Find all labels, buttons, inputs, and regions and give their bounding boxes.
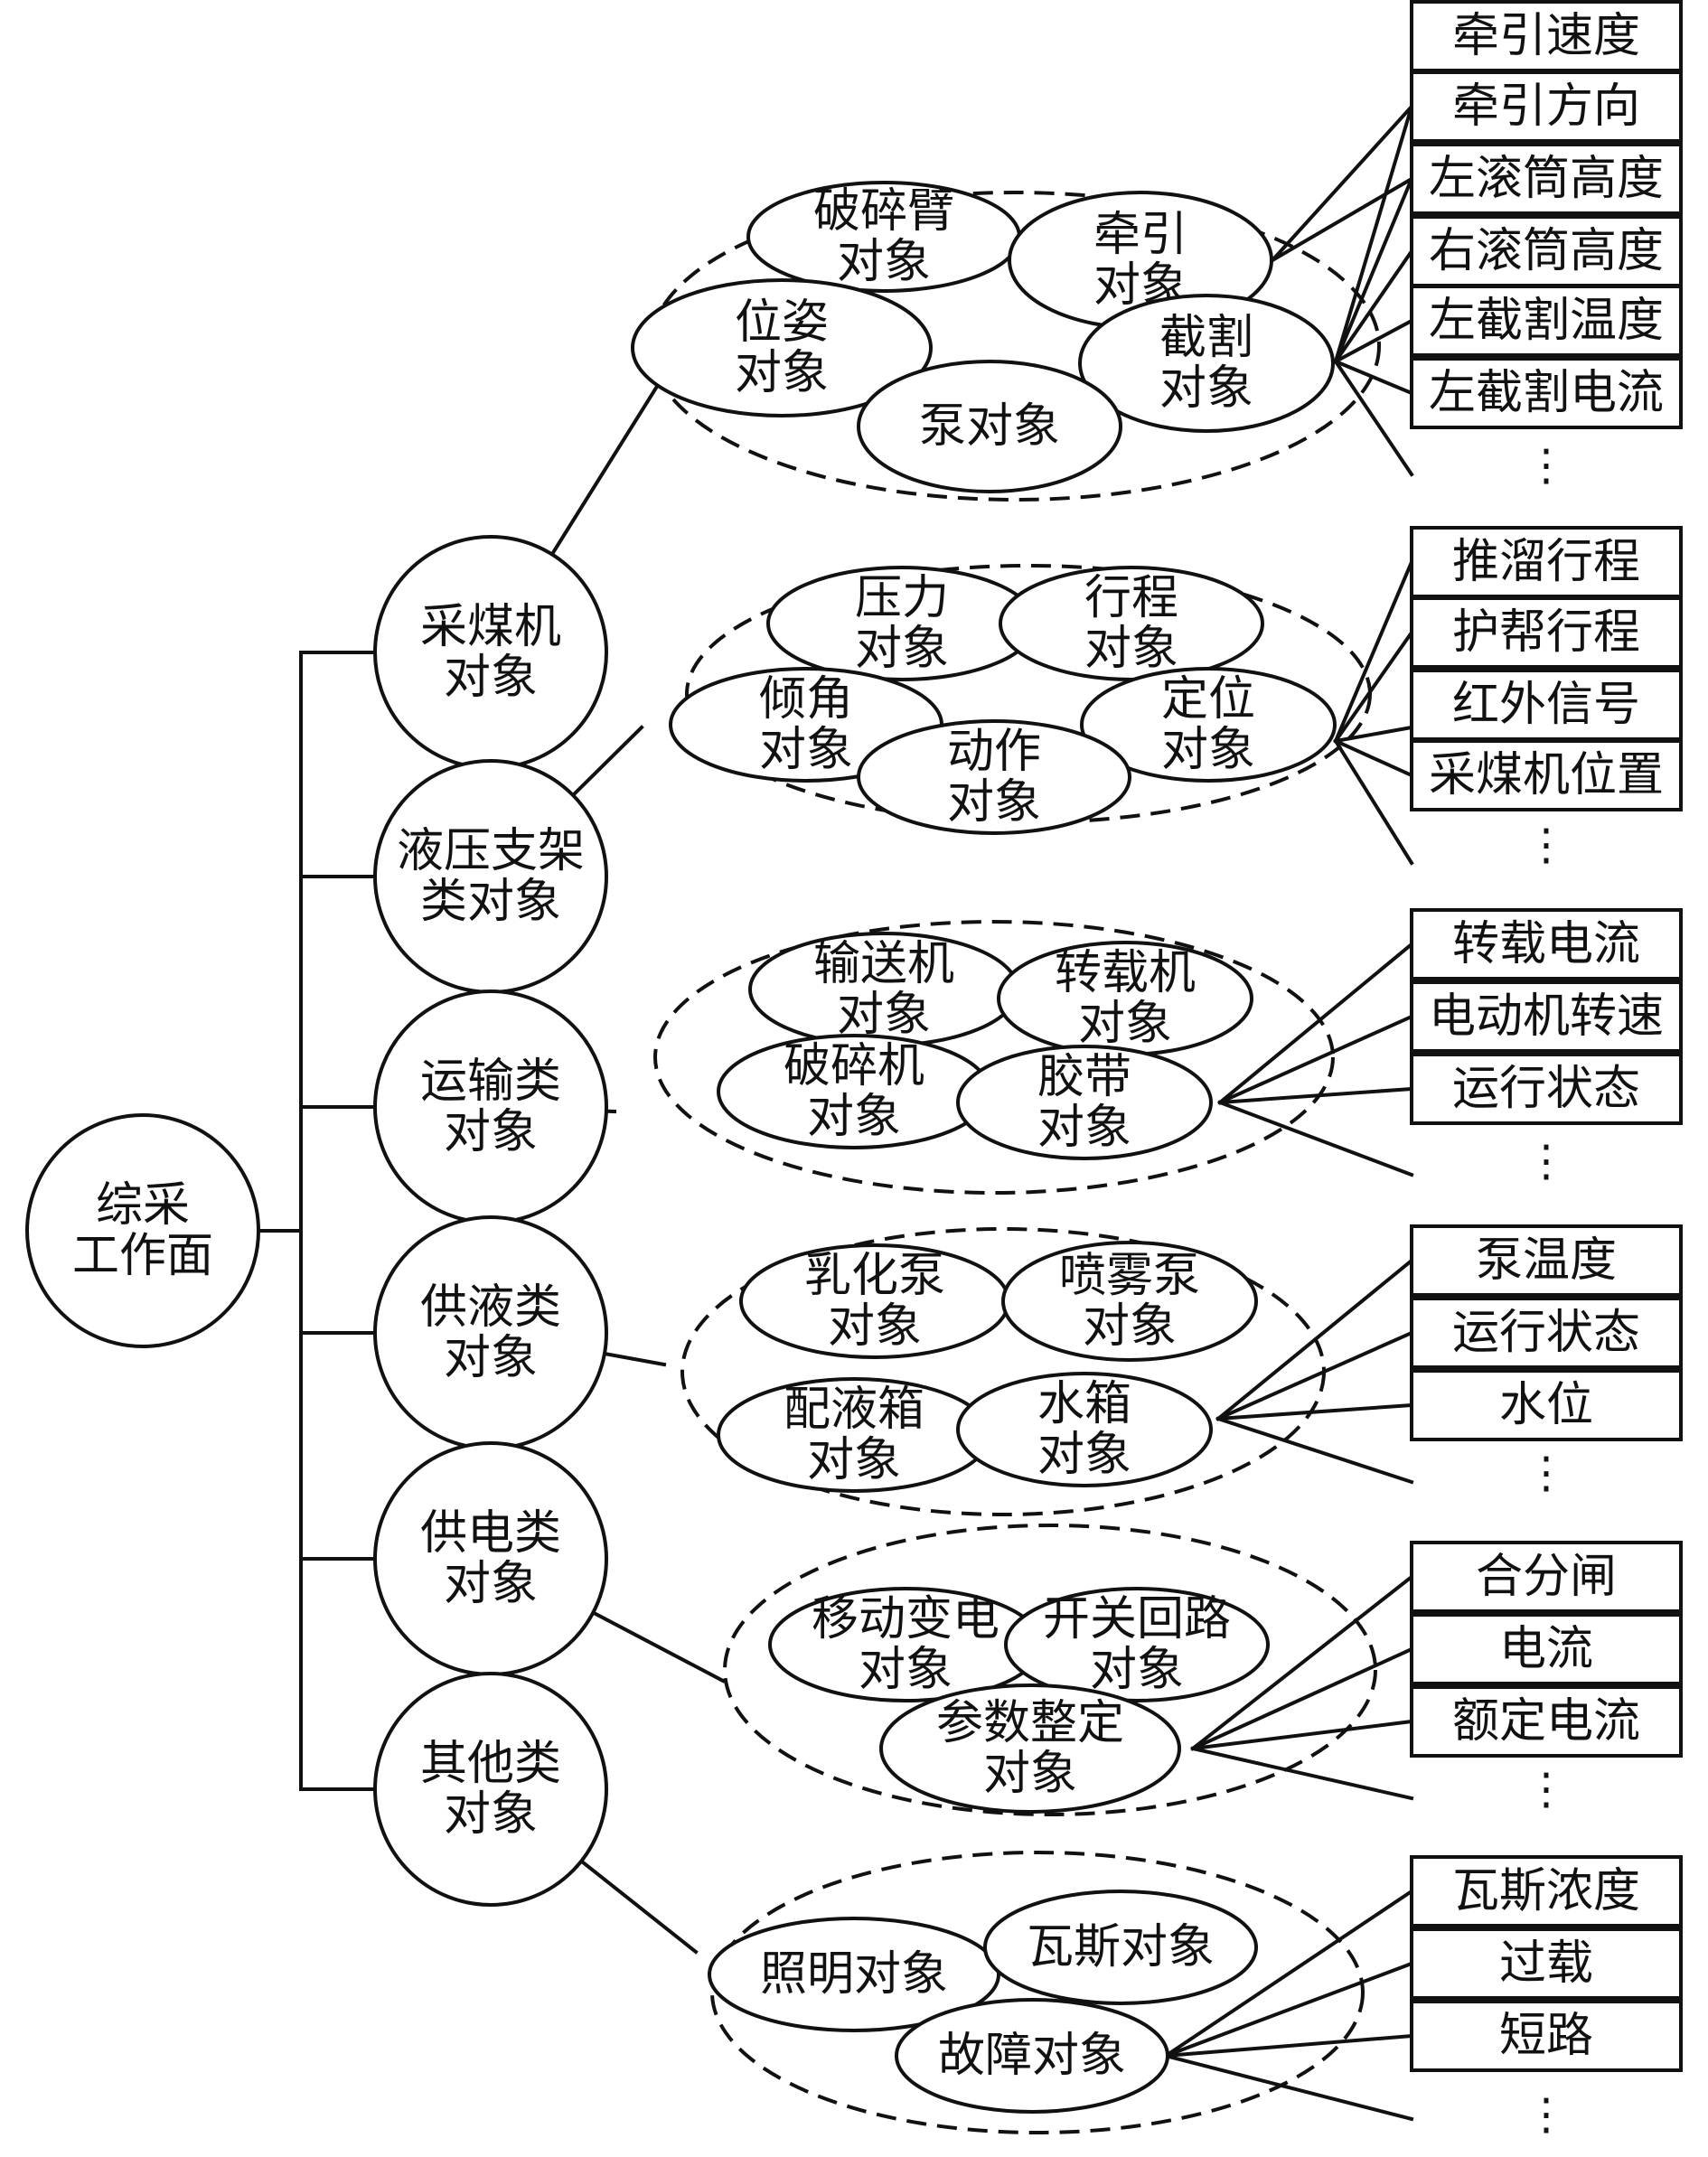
attribute-label: 水位 [1499, 1378, 1593, 1432]
ellipsis-mark: ⋮ [1525, 440, 1568, 491]
ellipsis-mark: ⋮ [1525, 1448, 1568, 1498]
category-label: 对象 [444, 651, 538, 705]
object-label: 参数整定 [936, 1696, 1124, 1750]
object-label: 对象 [855, 622, 949, 676]
ellipsis-mark: ⋮ [1525, 1764, 1568, 1815]
attribute-label: 推溜行程 [1452, 535, 1640, 589]
object-label: 开关回路 [1043, 1592, 1231, 1646]
object-label: 对象 [828, 1299, 922, 1354]
object-label: 截割 [1159, 311, 1253, 365]
attribute-link-line [1166, 2056, 1412, 2119]
object-label: 移动变电 [812, 1592, 999, 1646]
object-label: 对象 [1037, 1101, 1131, 1155]
category-label: 供液类 [420, 1280, 561, 1335]
object-label: 压力 [855, 571, 949, 625]
attribute-label: 运行状态 [1452, 1062, 1640, 1116]
category-label: 对象 [444, 1787, 538, 1842]
object-label: 对象 [983, 1747, 1077, 1801]
object-label: 对象 [947, 775, 1041, 830]
object-label: 配液箱 [784, 1383, 924, 1437]
object-label: 位姿 [735, 295, 829, 350]
attribute-link-line [1220, 1102, 1412, 1175]
category-label: 其他类 [420, 1737, 561, 1791]
object-label: 倾角 [759, 672, 853, 727]
ellipsis-mark: ⋮ [1525, 1136, 1568, 1186]
category-label: 对象 [444, 1557, 538, 1611]
ellipsis-mark: ⋮ [1525, 820, 1568, 870]
attribute-label: 运行状态 [1452, 1306, 1640, 1360]
attribute-label: 采煤机位置 [1429, 748, 1664, 802]
object-label: 泵对象 [919, 399, 1060, 454]
attribute-label: 电流 [1499, 1622, 1593, 1676]
object-label: 对象 [1083, 1299, 1177, 1354]
category-label: 对象 [444, 1331, 538, 1385]
category-to-cluster-line [573, 727, 642, 795]
object-label: 破碎臂 [813, 184, 954, 239]
attribute-label: 红外信号 [1452, 678, 1640, 732]
attribute-label: 左截割电流 [1429, 366, 1664, 420]
category-label: 采煤机 [420, 600, 561, 654]
object-label: 破碎机 [784, 1039, 924, 1093]
category-label: 供电类 [420, 1506, 561, 1561]
attribute-label: 左滚筒高度 [1429, 152, 1664, 206]
attribute-label: 电动机转速 [1429, 989, 1664, 1044]
object-label: 瓦斯对象 [1027, 1920, 1215, 1974]
category-to-cluster-line [552, 378, 662, 554]
category-to-cluster-line [605, 1354, 664, 1365]
attribute-link-line [1272, 107, 1412, 260]
object-label: 对象 [1159, 361, 1253, 416]
object-label: 行程 [1084, 571, 1178, 625]
object-label: 对象 [807, 1090, 901, 1144]
object-label: 胶带 [1037, 1050, 1131, 1104]
attribute-label: 护帮行程 [1452, 605, 1640, 660]
object-label: 输送机 [813, 937, 954, 991]
object-label: 对象 [859, 1643, 953, 1697]
object-label: 定位 [1161, 672, 1255, 727]
attribute-label: 瓦斯浓度 [1452, 1864, 1640, 1918]
object-label: 乳化泵 [804, 1249, 945, 1303]
attribute-label: 左截割温度 [1429, 294, 1664, 348]
category-to-cluster-line [581, 1862, 696, 1952]
ellipsis-mark: ⋮ [1525, 2089, 1568, 2140]
attribute-link-line [1218, 1419, 1412, 1482]
attribute-link-line [1166, 2036, 1412, 2056]
attribute-link-line [1193, 1749, 1412, 1798]
attribute-label: 合分闸 [1476, 1550, 1617, 1604]
object-label: 牵引 [1093, 208, 1187, 262]
attribute-label: 牵引方向 [1452, 80, 1640, 134]
object-label: 喷雾泵 [1059, 1249, 1200, 1303]
attribute-link-line [1272, 179, 1412, 260]
object-label: 故障对象 [938, 2029, 1126, 2083]
category-label: 液压支架 [397, 824, 585, 878]
attribute-label: 牵引速度 [1452, 9, 1640, 63]
attribute-link-line [1336, 727, 1412, 741]
object-label: 对象 [837, 235, 931, 289]
object-label: 照明对象 [760, 1947, 948, 2002]
object-label: 对象 [1037, 1428, 1131, 1482]
root-label: 综采 [96, 1178, 190, 1233]
category-label: 类对象 [420, 875, 561, 929]
attribute-label: 短路 [1499, 2009, 1593, 2063]
attribute-label: 右滚筒高度 [1429, 224, 1664, 278]
object-label: 对象 [807, 1433, 901, 1487]
attribute-label: 额定电流 [1452, 1694, 1640, 1749]
object-label: 转载机 [1055, 946, 1196, 1000]
category-label: 运输类 [420, 1055, 561, 1109]
object-label: 水箱 [1037, 1377, 1131, 1431]
attribute-label: 泵温度 [1476, 1233, 1617, 1288]
object-label: 对象 [1084, 622, 1178, 676]
object-label: 对象 [1090, 1643, 1184, 1697]
attribute-label: 转载电流 [1452, 917, 1640, 971]
object-label: 动作 [947, 725, 1041, 779]
object-label: 对象 [759, 723, 853, 777]
root-label: 工作面 [72, 1229, 213, 1283]
object-label: 对象 [735, 346, 829, 400]
attribute-label: 过载 [1499, 1937, 1593, 1991]
object-label: 对象 [1078, 997, 1172, 1051]
category-label: 对象 [444, 1105, 538, 1159]
category-to-cluster-line [593, 1613, 723, 1681]
object-label: 对象 [1161, 723, 1255, 777]
